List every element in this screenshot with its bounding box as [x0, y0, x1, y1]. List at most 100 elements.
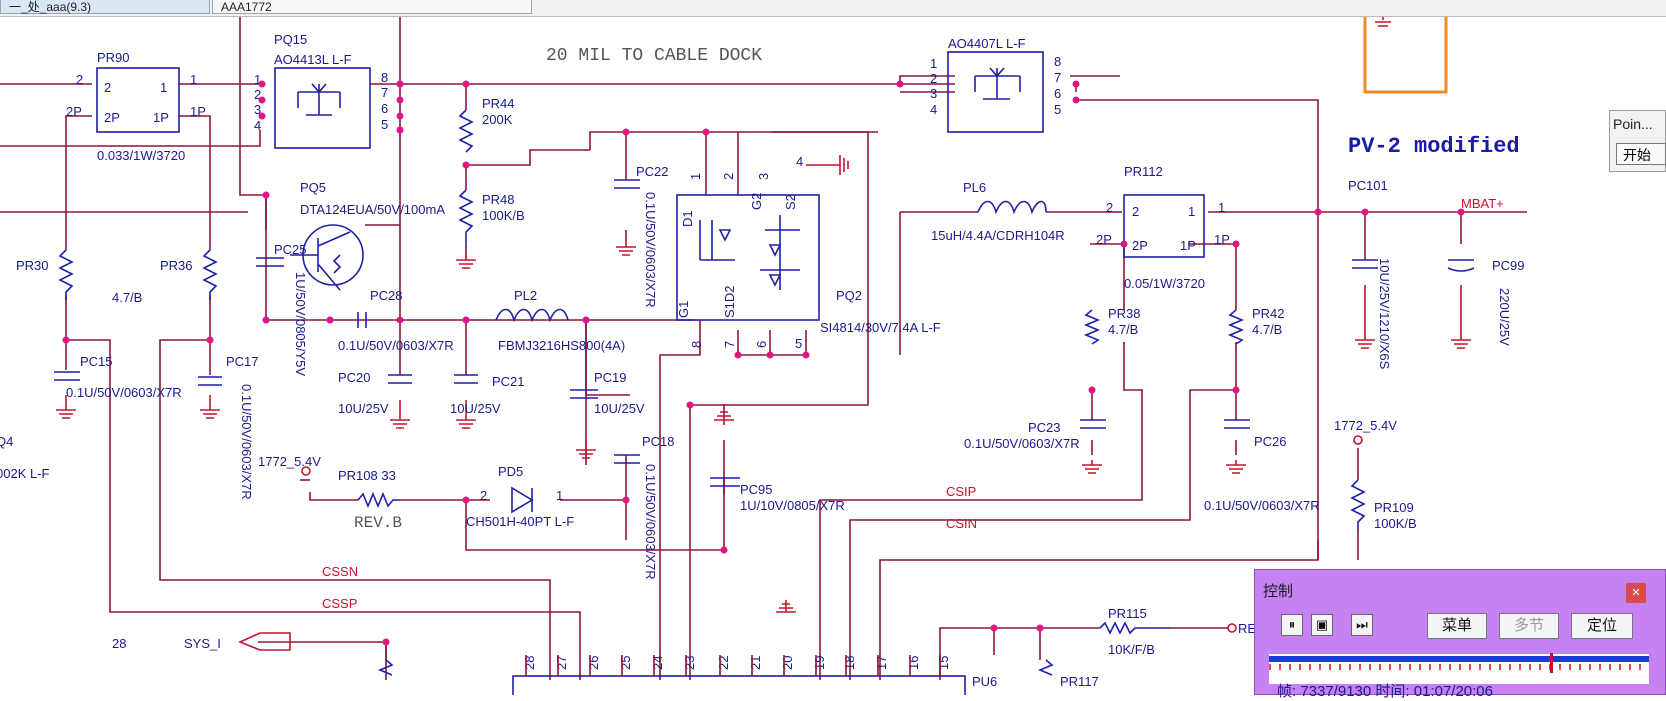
svg-text:2: 2 — [1106, 200, 1113, 215]
transistor-pq5[interactable] — [290, 224, 364, 291]
label-pq2: PQ2 — [836, 288, 862, 303]
label-pc20: PC20 — [338, 370, 371, 385]
svg-text:3: 3 — [254, 102, 261, 117]
multi-section-button[interactable]: 多节 — [1499, 613, 1559, 639]
timeline-thumb[interactable] — [1550, 653, 1554, 673]
value-pr112: 0.05/1W/3720 — [1124, 276, 1205, 291]
value-pd5: CH501H-40PT L-F — [466, 514, 574, 529]
svg-text:5: 5 — [795, 336, 802, 351]
resistor-pr108[interactable] — [357, 491, 400, 509]
label-pr42: PR42 — [1252, 306, 1285, 321]
inductor-pl6[interactable] — [977, 200, 1047, 215]
resistor-pr115[interactable] — [1099, 621, 1170, 635]
svg-text:7: 7 — [722, 341, 737, 348]
resistor-pr48[interactable] — [458, 189, 474, 245]
resistor-pr109[interactable] — [1350, 479, 1366, 530]
start-button[interactable]: 开始 — [1616, 143, 1666, 165]
component-pq15[interactable]: 12 34 87 65 — [254, 67, 388, 149]
label-pc99: PC99 — [1492, 258, 1525, 273]
svg-text:8: 8 — [381, 70, 388, 85]
net-cssn: CSSN — [322, 564, 358, 579]
ic-pu6[interactable] — [512, 675, 966, 695]
ic-pin-number: 27 — [554, 656, 569, 670]
label-pr30: PR30 — [16, 258, 49, 273]
value-pr90: 0.033/1W/3720 — [97, 148, 185, 163]
svg-text:2: 2 — [721, 173, 736, 180]
svg-text:4: 4 — [796, 154, 803, 169]
value-pc19: 10U/25V — [594, 401, 645, 416]
label-pq5: PQ5 — [300, 180, 326, 195]
step-forward-button[interactable]: ⏭ — [1351, 614, 1373, 636]
svg-text:7: 7 — [381, 85, 388, 100]
label-pc101: PC101 — [1348, 178, 1388, 193]
net-csip: CSIP — [946, 484, 976, 499]
label-pr108: PR108 33 — [338, 468, 396, 483]
svg-text:1P: 1P — [153, 110, 169, 125]
ic-pin-stubs — [525, 655, 941, 676]
document-tab-bar: 一_处_aaa(9.3) AAA1772 — [0, 0, 1666, 17]
resistor-pr38[interactable] — [1083, 309, 1101, 345]
svg-text:1: 1 — [556, 488, 563, 503]
ic-pin-number: 26 — [586, 656, 601, 670]
timeline-track[interactable] — [1269, 656, 1649, 662]
ic-pin-number: 17 — [874, 656, 889, 670]
label-q4: Q4 — [0, 434, 13, 449]
value-pc26: 0.1U/50V/0603/X7R — [1204, 498, 1320, 513]
label-pc15: PC15 — [80, 354, 113, 369]
svg-text:7: 7 — [1054, 70, 1061, 85]
value-pc17: 0.1U/50V/0603/X7R — [239, 384, 254, 500]
ic-pin-number: 23 — [682, 656, 697, 670]
label-pc19: PC19 — [594, 370, 627, 385]
component-pq2[interactable]: D1 G2 S2 G1 S1D2 1 2 3 4 8 7 6 5 — [676, 154, 820, 351]
ic-pin-number: 18 — [842, 656, 857, 670]
value-pq-right: AO4407L L-F — [948, 36, 1026, 51]
port-re — [1227, 623, 1237, 633]
sys-port-symbol — [237, 632, 291, 651]
svg-text:2: 2 — [254, 87, 261, 102]
value-pr109: 100K/B — [1374, 516, 1417, 531]
svg-text:2: 2 — [104, 80, 111, 95]
svg-text:1: 1 — [1188, 204, 1195, 219]
locate-button[interactable]: 定位 — [1571, 613, 1633, 639]
component-pq-right[interactable]: 12 34 87 65 — [930, 51, 1061, 133]
svg-text:6: 6 — [1054, 86, 1061, 101]
label-pr115: PR115 — [1108, 606, 1147, 621]
label-pr112: PR112 — [1124, 164, 1163, 179]
label-pr117: PR117 — [1060, 674, 1099, 689]
net-re: RE — [1238, 621, 1256, 636]
resistor-pr30[interactable] — [58, 249, 74, 300]
value-pc99: 220U/25V — [1497, 288, 1512, 346]
net-cssp: CSSP — [322, 596, 357, 611]
net-sys: SYS_I — [184, 636, 221, 651]
svg-text:2P: 2P — [104, 110, 120, 125]
label-pr90: PR90 — [97, 50, 130, 65]
pause-button[interactable]: ⏸ — [1281, 614, 1303, 636]
value-pc101: 10U/25V/1210/X6S — [1377, 258, 1392, 370]
document-tab[interactable]: AAA1772 — [212, 0, 532, 14]
menu-button[interactable]: 菜单 — [1427, 613, 1487, 639]
point-panel-title: Poin... — [1613, 116, 1653, 132]
svg-text:6: 6 — [754, 341, 769, 348]
value-pc18: 0.1U/50V/0603/X7R — [643, 464, 658, 580]
inductor-pl2[interactable] — [495, 308, 569, 323]
resistor-pr42[interactable] — [1227, 309, 1245, 345]
label-pr109: PR109 — [1374, 500, 1414, 515]
label-pc17: PC17 — [226, 354, 259, 369]
resistor-pr117[interactable] — [1037, 659, 1054, 676]
svg-text:1: 1 — [930, 56, 937, 71]
value-pr38: 4.7/B — [1108, 322, 1138, 337]
svg-text:2P: 2P — [66, 104, 82, 119]
resistor-pr44[interactable] — [458, 109, 474, 153]
value-pc95: 1U/10V/0805/X7R — [740, 498, 845, 513]
stop-button[interactable]: ▣ — [1311, 614, 1333, 636]
label-pr38: PR38 — [1108, 306, 1141, 321]
resistor-pr36[interactable] — [202, 249, 218, 300]
power-port-1772 — [301, 466, 311, 476]
svg-text:8: 8 — [689, 341, 704, 348]
document-tab-active[interactable]: 一_处_aaa(9.3) — [0, 0, 210, 14]
close-button[interactable]: × — [1626, 583, 1646, 603]
